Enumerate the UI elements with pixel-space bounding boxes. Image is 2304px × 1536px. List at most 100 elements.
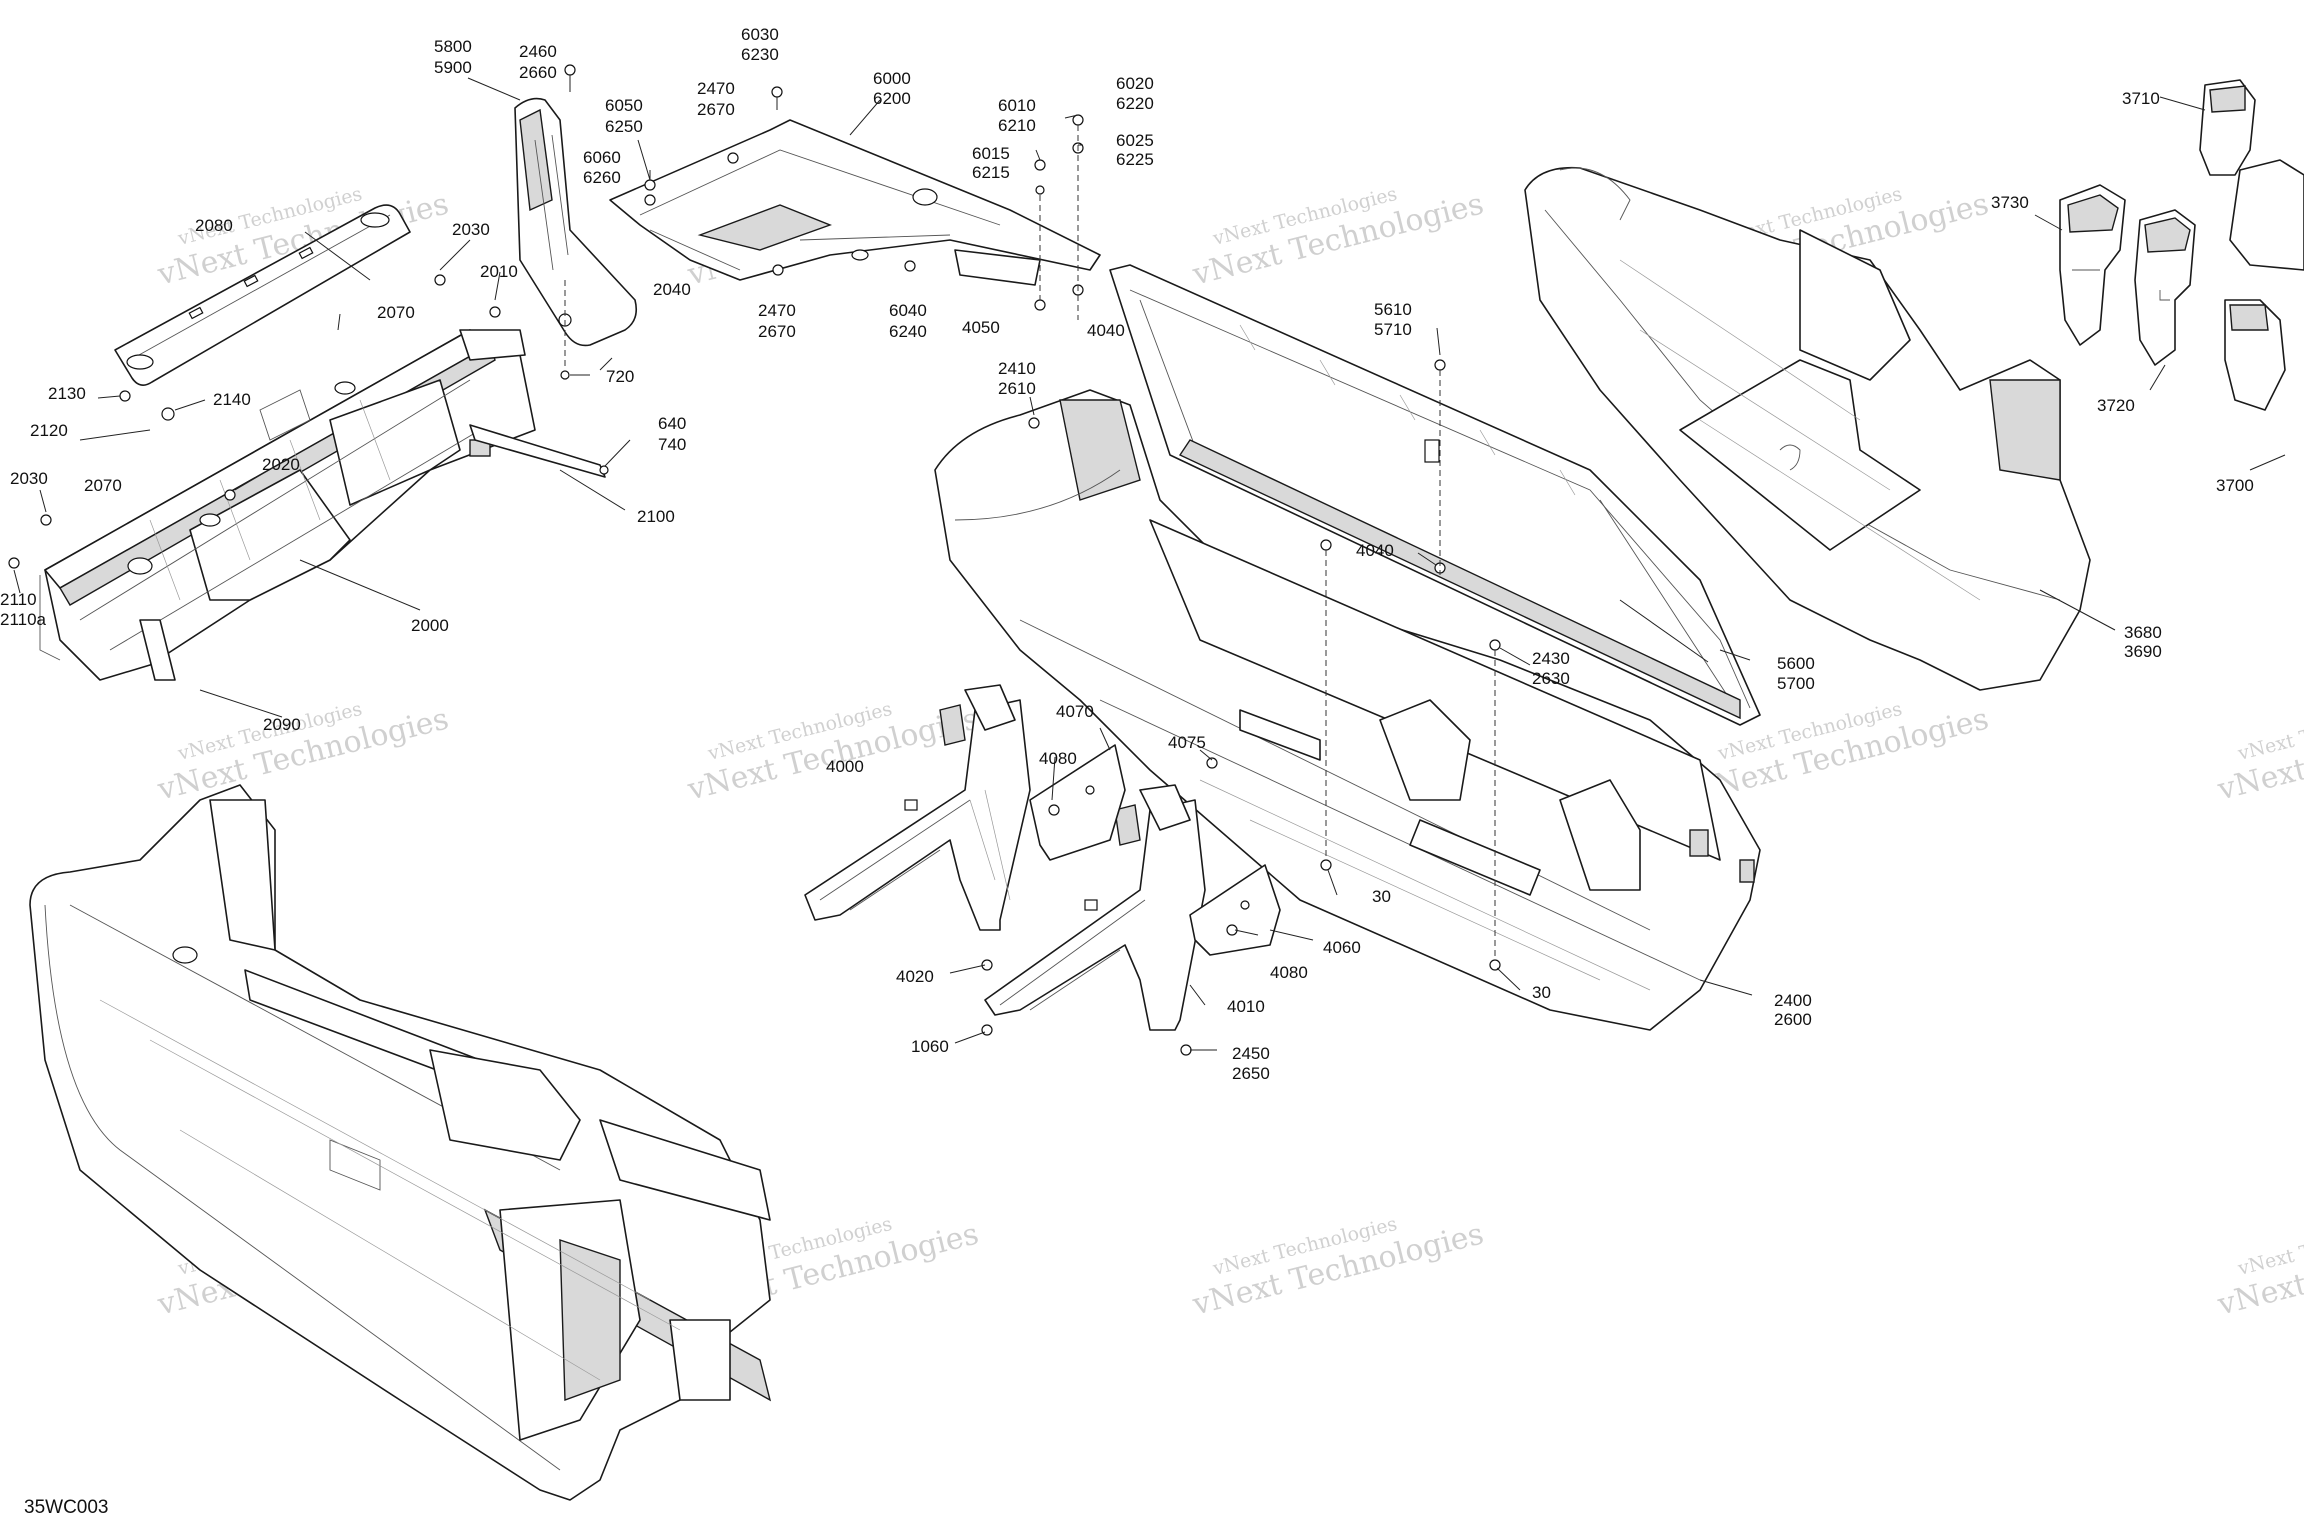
svg-text:30: 30	[1532, 983, 1551, 1002]
svg-text:3710: 3710	[2122, 89, 2160, 108]
callout-4000: 4000	[826, 757, 864, 776]
svg-text:2110a: 2110a	[0, 610, 47, 629]
svg-text:4075: 4075	[1168, 733, 1206, 752]
svg-text:5610: 5610	[1374, 300, 1412, 319]
svg-text:3680: 3680	[2124, 623, 2162, 642]
svg-text:6225: 6225	[1116, 150, 1154, 169]
leader-lines	[13, 77, 2286, 1051]
svg-text:2430: 2430	[1532, 649, 1570, 668]
part-side-panel-5800	[514, 97, 638, 347]
callout-2080: 2080	[195, 216, 233, 235]
svg-text:2080: 2080	[195, 216, 233, 235]
svg-text:2000: 2000	[411, 616, 449, 635]
svg-text:2030: 2030	[10, 469, 48, 488]
svg-text:1060: 1060	[911, 1037, 949, 1056]
figure-code: 35WC003	[24, 1497, 109, 1518]
callout-2030-top: 2030	[452, 220, 490, 239]
svg-text:5800: 5800	[434, 37, 472, 56]
callout-4080-bottom: 4080	[1270, 963, 1308, 982]
svg-text:2130: 2130	[48, 384, 86, 403]
callout-6040: 6040 6240	[889, 301, 927, 341]
svg-text:6020: 6020	[1116, 74, 1154, 93]
svg-text:4070: 4070	[1056, 702, 1094, 721]
svg-text:2400: 2400	[1774, 991, 1812, 1010]
svg-text:6200: 6200	[873, 89, 911, 108]
callout-3730: 3730	[1991, 193, 2029, 212]
part-backrest-3700	[2199, 79, 2304, 411]
watermark: vNext Technologies vNext Technologies	[2214, 1213, 2304, 1323]
svg-text:4020: 4020	[896, 967, 934, 986]
callout-6050: 6050 6250	[605, 96, 643, 136]
svg-text:2110: 2110	[0, 590, 37, 609]
svg-text:5710: 5710	[1374, 320, 1412, 339]
part-large-lid-5600	[1109, 264, 1761, 726]
svg-text:3730: 3730	[1991, 193, 2029, 212]
part-front-body	[29, 784, 772, 1501]
watermark: vNext Technologies vNext Technologies	[154, 698, 453, 808]
svg-text:6025: 6025	[1116, 131, 1154, 150]
part-bracket-4010	[984, 784, 1206, 1031]
callout-2140: 2140	[213, 390, 251, 409]
part-lower-tub-2400	[934, 389, 1761, 1031]
svg-text:2670: 2670	[697, 100, 735, 119]
callout-4060: 4060	[1323, 938, 1361, 957]
watermark: vNext Technologies vNext Technologies	[684, 698, 983, 808]
svg-text:4080: 4080	[1270, 963, 1308, 982]
callout-4070: 4070	[1056, 702, 1094, 721]
svg-text:2670: 2670	[758, 322, 796, 341]
svg-text:5900: 5900	[434, 58, 472, 77]
svg-text:2610: 2610	[998, 379, 1036, 398]
callout-4010: 4010	[1227, 997, 1265, 1016]
svg-text:4000: 4000	[826, 757, 864, 776]
callout-4020: 4020	[896, 967, 934, 986]
svg-text:2040: 2040	[653, 280, 691, 299]
svg-text:2470: 2470	[758, 301, 796, 320]
svg-text:30: 30	[1372, 887, 1391, 906]
callout-1060: 1060	[911, 1037, 949, 1056]
callout-2020: 2020	[262, 455, 300, 474]
callout-2070-top: 2070	[377, 303, 415, 322]
svg-text:6250: 6250	[605, 117, 643, 136]
svg-text:2410: 2410	[998, 359, 1036, 378]
part-rear-tray-2000	[39, 329, 536, 681]
svg-text:4060: 4060	[1323, 938, 1361, 957]
callout-2040: 2040	[653, 280, 691, 299]
svg-text:6015: 6015	[972, 144, 1010, 163]
svg-text:740: 740	[658, 435, 686, 454]
callout-4080-top: 4080	[1039, 749, 1077, 768]
part-rod-2100	[469, 424, 609, 478]
svg-text:2070: 2070	[377, 303, 415, 322]
svg-text:3700: 3700	[2216, 476, 2254, 495]
svg-text:6240: 6240	[889, 322, 927, 341]
svg-text:6040: 6040	[889, 301, 927, 320]
svg-text:2020: 2020	[262, 455, 300, 474]
svg-text:5700: 5700	[1777, 674, 1815, 693]
callout-2010: 2010	[480, 262, 518, 281]
svg-text:6050: 6050	[605, 96, 643, 115]
callout-4040-bottom: 4040	[1356, 541, 1394, 560]
callout-3710: 3710	[2122, 89, 2160, 108]
svg-text:6030: 6030	[741, 25, 779, 44]
callout-2090: 2090	[263, 715, 301, 734]
svg-text:4080: 4080	[1039, 749, 1077, 768]
callout-720: 720	[606, 367, 634, 386]
svg-text:640: 640	[658, 414, 686, 433]
callout-4050: 4050	[962, 318, 1000, 337]
svg-text:2650: 2650	[1232, 1064, 1270, 1083]
svg-text:4050: 4050	[962, 318, 1000, 337]
svg-text:4010: 4010	[1227, 997, 1265, 1016]
svg-text:6210: 6210	[998, 116, 1036, 135]
svg-text:6230: 6230	[741, 45, 779, 64]
